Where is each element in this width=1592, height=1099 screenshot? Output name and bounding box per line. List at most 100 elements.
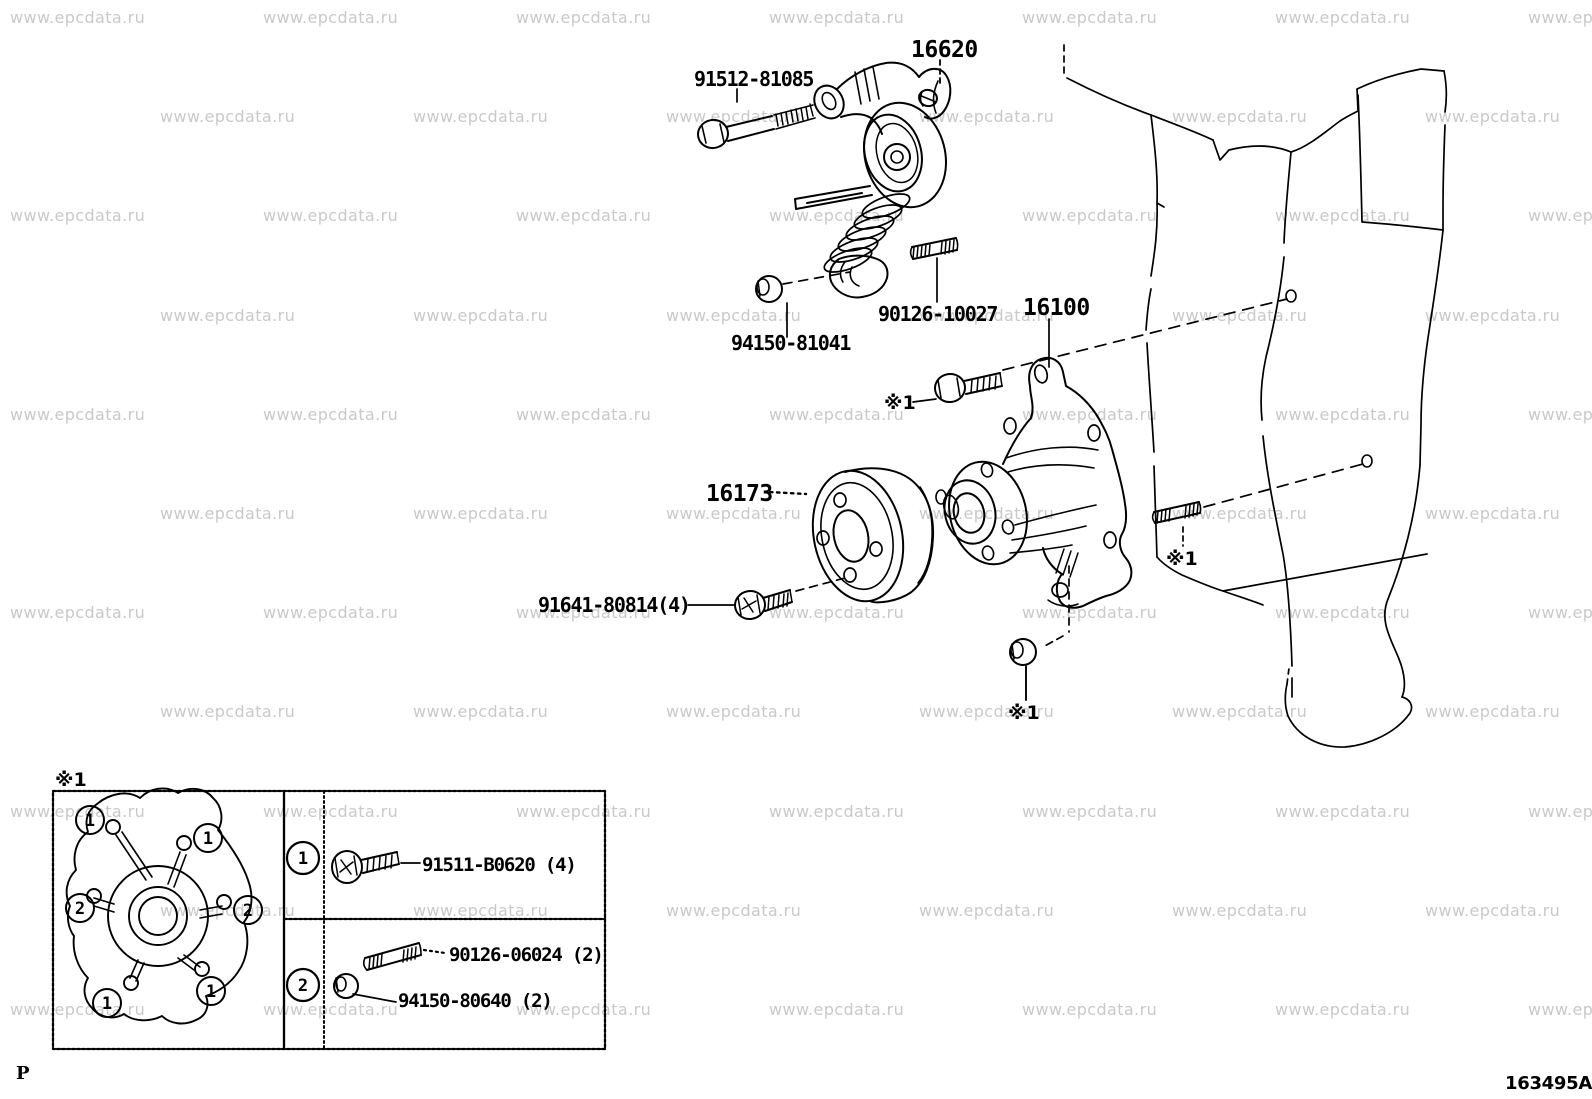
watermark: www.epcdata.ru bbox=[516, 801, 652, 821]
watermark: www.epcdata.ru bbox=[10, 8, 146, 27]
ref-table: 1 1 2 2 1 1 1 2 bbox=[51, 787, 607, 1051]
watermark: www.epcdata.ru bbox=[1172, 900, 1308, 920]
pump-flange bbox=[948, 460, 1028, 566]
watermark: www.epcdata.ru bbox=[413, 702, 549, 722]
watermark: www.epcdata.ru bbox=[1172, 107, 1308, 127]
watermark: www.epcdata.ru bbox=[1022, 1000, 1158, 1019]
watermark: www.epcdata.ru bbox=[413, 900, 549, 920]
figure-code: 163495A bbox=[1505, 1073, 1592, 1094]
ref-mark-stud: ※1 bbox=[1166, 548, 1198, 570]
tensioner-pulley bbox=[863, 101, 947, 209]
watermark: www.epcdata.ru bbox=[666, 504, 802, 523]
callout-markers: 1 1 2 2 1 1 bbox=[65, 805, 263, 1018]
pump-bolt-ref bbox=[912, 289, 1297, 404]
watermark: www.epcdata.ru bbox=[919, 107, 1055, 127]
callout: 1 bbox=[206, 982, 216, 1002]
page-code: P bbox=[16, 1063, 30, 1084]
watermark: www.epcdata.ru bbox=[516, 206, 652, 226]
watermark: www.epcdata.ru bbox=[666, 702, 802, 722]
watermark: www.epcdata.ru bbox=[10, 1000, 146, 1019]
pulley-bolt bbox=[687, 577, 846, 621]
label-tensioner-bolt: 91512-81085 bbox=[694, 67, 813, 91]
watermark: www.epcdata.ru bbox=[413, 504, 549, 523]
watermark: www.epcdata.ru bbox=[769, 1000, 905, 1019]
watermark: www.epcdata.ru bbox=[666, 900, 802, 920]
watermark: www.epcdata.ru bbox=[919, 305, 1055, 325]
label-tensioner-nut: 94150-81041 bbox=[731, 331, 851, 355]
watermark: www.epcdata.ru bbox=[516, 404, 652, 424]
label-pulley-bolt: 91641-80814(4) bbox=[538, 593, 690, 617]
watermark: www.epcdata.ru bbox=[263, 801, 399, 821]
watermark: www.epcdata.ru bbox=[1528, 801, 1592, 821]
watermark: www.epcdata.ru bbox=[1425, 504, 1561, 523]
watermark: www.epcdata.ru bbox=[263, 603, 399, 623]
watermark: www.epcdata.ru bbox=[263, 404, 399, 424]
watermark: www.epcdata.ru bbox=[1528, 404, 1592, 424]
row1-number: 1 bbox=[298, 849, 308, 869]
watermark: www.epcdata.ru bbox=[160, 107, 296, 127]
tensioner-foot bbox=[828, 254, 889, 299]
watermark: www.epcdata.ru bbox=[1425, 107, 1561, 127]
watermark: www.epcdata.ru bbox=[1528, 8, 1592, 27]
belt-tensioner bbox=[794, 61, 952, 299]
pump-nut-ref bbox=[1009, 635, 1064, 701]
watermark: www.epcdata.ru bbox=[263, 8, 399, 27]
watermark: www.epcdata.ru bbox=[1022, 206, 1158, 226]
watermark: www.epcdata.ru bbox=[1425, 900, 1561, 920]
watermark: www.epcdata.ru bbox=[516, 8, 652, 27]
watermark: www.epcdata.ru bbox=[1528, 603, 1592, 623]
table-row2-nut-part: 94150-80640 (2) bbox=[398, 990, 552, 1012]
watermark: www.epcdata.ru bbox=[10, 603, 146, 623]
tensioner-pivot-bolt bbox=[697, 88, 816, 150]
callout: 2 bbox=[243, 901, 253, 921]
watermark: www.epcdata.ru bbox=[160, 504, 296, 523]
pump-pulley bbox=[768, 467, 935, 604]
watermark: www.epcdata.ru bbox=[1528, 1000, 1592, 1019]
water-pump-body bbox=[935, 318, 1133, 633]
watermark: www.epcdata.ru bbox=[1425, 305, 1561, 325]
watermark: www.epcdata.ru bbox=[1022, 603, 1158, 623]
watermark: www.epcdata.ru bbox=[1022, 8, 1158, 27]
ref-mark-nut: ※1 bbox=[1008, 702, 1040, 724]
tensioner-stud bbox=[909, 237, 959, 303]
watermark: www.epcdata.ru bbox=[1022, 404, 1158, 424]
callout: 1 bbox=[203, 829, 213, 849]
watermark: www.epcdata.ru bbox=[1275, 206, 1411, 226]
watermark: www.epcdata.ru bbox=[919, 900, 1055, 920]
watermark: www.epcdata.ru bbox=[769, 801, 905, 821]
watermark: www.epcdata.ru bbox=[769, 8, 905, 27]
callout: 1 bbox=[102, 994, 112, 1014]
watermark: www.epcdata.ru bbox=[919, 702, 1055, 722]
label-tensioner-stud: 90126-10027 bbox=[878, 302, 997, 326]
watermark: www.epcdata.ru bbox=[666, 305, 802, 325]
table-bolt-icon bbox=[331, 850, 421, 884]
watermark: www.epcdata.ru bbox=[769, 404, 905, 424]
watermark: www.epcdata.ru bbox=[516, 603, 652, 623]
watermark: www.epcdata.ru bbox=[769, 603, 905, 623]
watermark: www.epcdata.ru bbox=[1172, 702, 1308, 722]
engine-outline bbox=[1063, 44, 1448, 748]
watermark: www.epcdata.ru bbox=[1022, 801, 1158, 821]
watermark: www.epcdata.ru bbox=[10, 404, 146, 424]
watermark: www.epcdata.ru bbox=[1275, 1000, 1411, 1019]
table-stud-icon bbox=[362, 942, 447, 971]
watermark: www.epcdata.ru bbox=[160, 305, 296, 325]
ref-mark-table: ※1 bbox=[55, 769, 87, 791]
watermark: www.epcdata.ru bbox=[1275, 404, 1411, 424]
row2-number: 2 bbox=[298, 976, 308, 996]
watermark: www.epcdata.ru bbox=[1172, 504, 1308, 523]
table-row1-part: 91511-B0620 (4) bbox=[422, 854, 576, 876]
label-tensioner: 16620 bbox=[911, 37, 978, 63]
watermark: www.epcdata.ru bbox=[10, 801, 146, 821]
table-nut-icon bbox=[333, 973, 397, 1003]
ref-mark-bolt: ※1 bbox=[884, 392, 916, 414]
pump-rear-view bbox=[65, 787, 253, 1025]
watermark: www.epcdata.ru bbox=[413, 107, 549, 127]
table-row2-stud-part: 90126-06024 (2) bbox=[449, 944, 603, 966]
watermark: www.epcdata.ru bbox=[1275, 603, 1411, 623]
watermark: www.epcdata.ru bbox=[160, 702, 296, 722]
label-water-pump: 16100 bbox=[1023, 295, 1090, 321]
